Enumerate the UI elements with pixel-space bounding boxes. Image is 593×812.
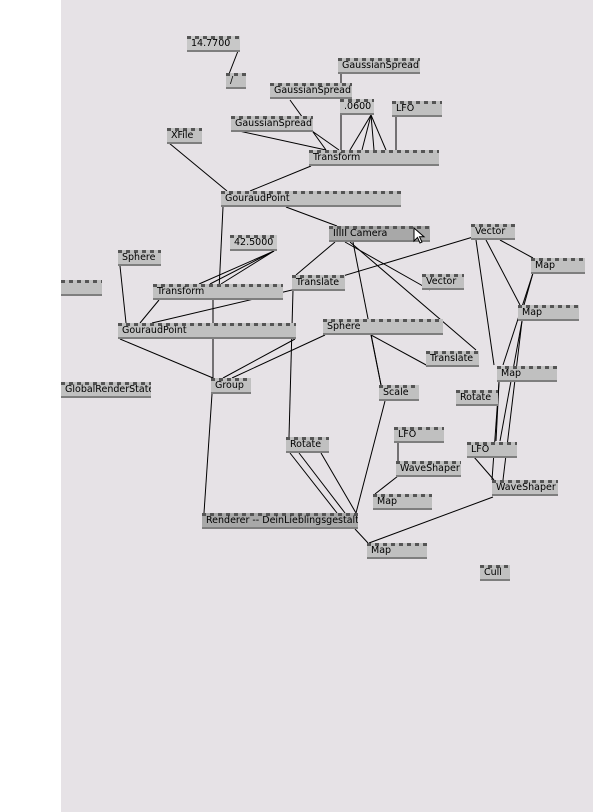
gaussianspread-node-middle[interactable]: GaussianSpread (270, 83, 352, 99)
mouse-cursor-icon (413, 227, 426, 244)
translate-node-1[interactable]: Translate (292, 275, 345, 291)
cull-node[interactable]: Cull (480, 565, 510, 581)
rotate-node-right[interactable]: Rotate (456, 390, 498, 406)
lfo-node-top[interactable]: LFO (392, 101, 442, 117)
xfile-node[interactable]: XFile (167, 128, 202, 144)
rotate-node-left[interactable]: Rotate (286, 437, 329, 453)
translate-node-2[interactable]: Translate (426, 351, 479, 367)
sphere-node-middle[interactable]: Sphere (323, 319, 443, 335)
vector-node-middle[interactable]: Vector (422, 274, 464, 290)
globalrenderstate-node[interactable]: GlobalRenderState (61, 382, 151, 398)
waveshaper-node-left[interactable]: WaveShaper (396, 461, 461, 477)
gaussianspread-node-left[interactable]: GaussianSpread (231, 116, 313, 132)
gouraudpoint-node-top[interactable]: GouraudPoint (221, 191, 401, 207)
gaussianspread-node-top[interactable]: GaussianSpread (338, 58, 420, 74)
lfo-node-middle[interactable]: LFO (394, 427, 444, 443)
value-box-0-06[interactable]: .0600 (340, 99, 374, 115)
patch-canvas[interactable] (61, 0, 593, 812)
map-node-5[interactable]: Map (367, 543, 427, 559)
map-node-3[interactable]: Map (497, 366, 557, 382)
value-box-14-77[interactable]: 14.7700 (187, 36, 240, 52)
map-node-2[interactable]: Map (518, 305, 579, 321)
vector-node-top[interactable]: Vector (471, 224, 515, 240)
camera-node[interactable]: IIIII Camera (329, 226, 430, 242)
renderer-node[interactable]: Renderer -- DeinLieblingsgestalter (202, 513, 358, 529)
lfo-node-right[interactable]: LFO (467, 442, 517, 458)
value-box-42-5[interactable]: 42.5000 (230, 235, 277, 251)
sphere-node-left[interactable]: Sphere (118, 250, 161, 266)
gouraudpoint-node-left[interactable]: GouraudPoint (118, 323, 296, 339)
waveshaper-node-right[interactable]: WaveShaper (492, 480, 558, 496)
group-node[interactable]: Group (211, 378, 251, 394)
map-node-4[interactable]: Map (373, 494, 432, 510)
transform-node-left[interactable]: Transform (153, 284, 283, 300)
edge-node[interactable] (61, 280, 102, 296)
divide-node[interactable]: / (226, 73, 246, 89)
map-node-1[interactable]: Map (531, 258, 585, 274)
transform-node-top[interactable]: Transform (309, 150, 439, 166)
scale-node[interactable]: Scale (379, 385, 419, 401)
